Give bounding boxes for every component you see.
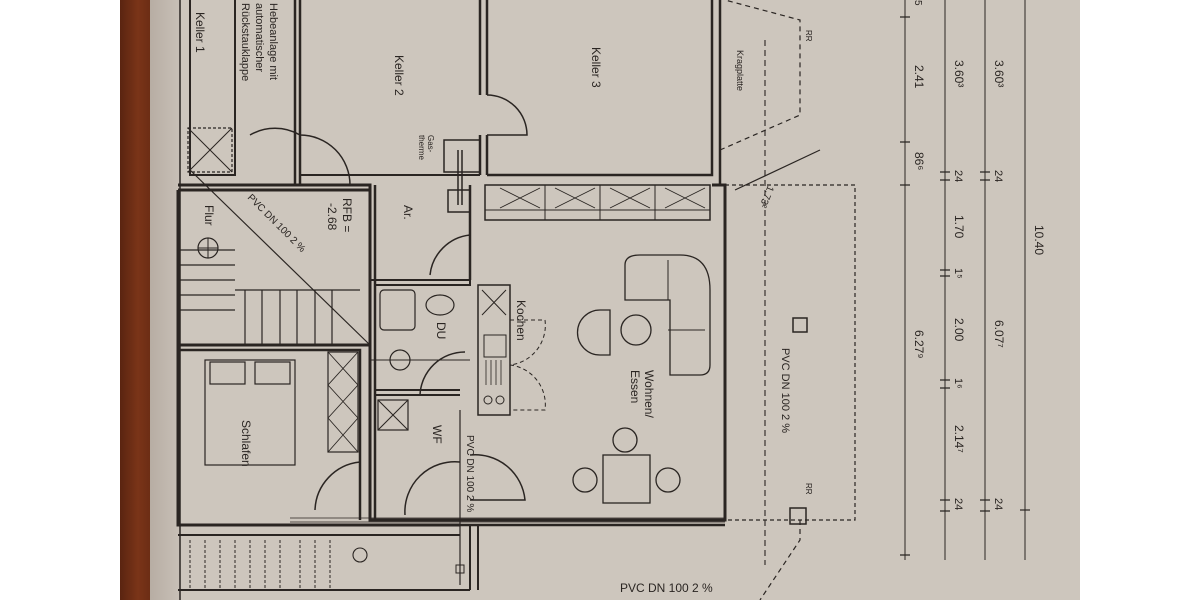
dim-3-a: 3.60³ [992, 60, 1006, 87]
room-label-schlafen: Schlafen [239, 420, 253, 467]
room-label-ar: Ar. [401, 205, 415, 220]
dim-2-c: 1.70 [952, 215, 966, 239]
dim-2-f: 1⁶ [952, 378, 964, 389]
dim-2-d: 1⁵ [952, 268, 964, 279]
dim-2-h: 24 [952, 498, 964, 510]
room-label-keller2: Keller 2 [392, 55, 406, 96]
dim-1-b: 86⁶ [912, 152, 926, 170]
dimension-diag: 1.73² [756, 184, 775, 210]
room-label-keller3: Keller 3 [589, 47, 603, 88]
dim-4-a: 10.40 [1032, 225, 1046, 255]
pipe-label-wf: PVC DN 100 2 % [464, 435, 475, 512]
dim-2-a: 3.60³ [952, 60, 966, 87]
pipe-line [189, 169, 371, 346]
room-label-keller1: Keller 1 [193, 12, 207, 53]
dim-3-b: 24 [992, 170, 1004, 182]
room-label-flur: Flur [202, 205, 216, 226]
dim-3-c: 6.07⁷ [992, 320, 1006, 348]
room-label-kochen: Kochen [514, 300, 528, 341]
room-label-wohnen: Wohnen/ [642, 370, 656, 418]
rr-label-top: RR [804, 30, 813, 42]
room-label-kragplatte: Kragplatte [735, 50, 745, 91]
hebeanlage-line1: Hebeanlage mit [267, 3, 279, 80]
dim-2-b: 24 [952, 170, 964, 182]
rr-label-bottom: RR [804, 483, 813, 495]
dim-2-e: 2.00 [952, 318, 966, 342]
dim-3-d: 24 [992, 498, 1004, 510]
floor-plan-paper [150, 0, 1080, 600]
hebeanlage-line3: Rückstauklappe [239, 3, 251, 81]
right-margin [1080, 0, 1200, 600]
pipe-label-bottom: PVC DN 100 2 % [620, 581, 713, 595]
room-label-essen: Essen [628, 370, 642, 403]
dim-top-fragment: 5 [912, 0, 923, 6]
room-label-wf: WF [430, 425, 444, 444]
pipe-label-flur: PVC DN 100 2 % [245, 192, 307, 254]
left-margin [0, 0, 120, 600]
gastherme-label-2: therme [417, 135, 426, 160]
gastherme-label-1: Gas- [426, 135, 435, 153]
hebeanlage-line2: automatischer [253, 3, 265, 72]
dim-1-a: 2.41 [912, 65, 926, 89]
paper-shadow-edge [150, 0, 180, 600]
rfb-label: RFB = [340, 198, 354, 232]
rfb-value: -2.68 [325, 203, 339, 231]
ground-floor-walls [178, 183, 727, 522]
pipe-label-terrace: PVC DN 100 2 % [779, 348, 791, 433]
dim-1-c: 6.27⁹ [912, 330, 926, 359]
room-label-du: DU [434, 322, 448, 339]
dim-2-g: 2.14⁷ [952, 425, 966, 453]
